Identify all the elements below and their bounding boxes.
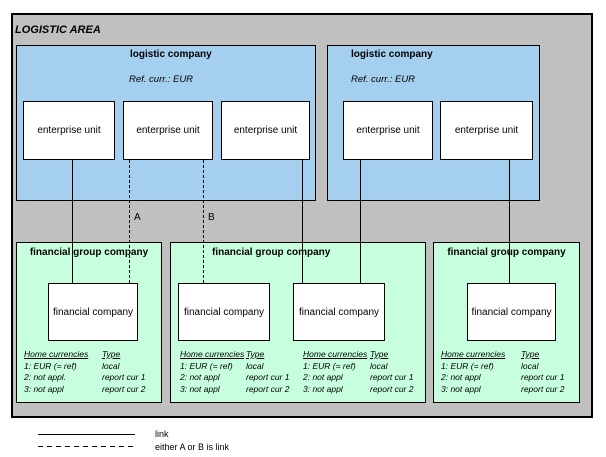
link-line-eu3-fc3 [302, 160, 303, 283]
type-2: report cur 1 [521, 372, 565, 383]
type-2: report cur 1 [370, 372, 414, 383]
table-row: 2: not appl report cur 1 [303, 372, 413, 384]
type-2: report cur 1 [102, 372, 146, 383]
financial-company-2: financial company [178, 283, 270, 341]
legend-solid-line-sample [38, 434, 135, 435]
financial-company-3: financial company [293, 283, 385, 341]
enterprise-unit-4: enterprise unit [343, 101, 433, 160]
table-row: 1: EUR (= ref) local [180, 361, 289, 373]
logistic-company-2-ref-currency: Ref. curr.: EUR [351, 74, 416, 85]
type-3: report cur 2 [102, 384, 146, 395]
currency-3: 3: not appl [24, 384, 64, 395]
financial-group-company-2-title: financial group company [212, 247, 331, 258]
table-row: 3: not appl report cur 2 [24, 384, 145, 396]
enterprise-unit-2: enterprise unit [123, 101, 213, 160]
table-row: 1: EUR (= ref) local [441, 361, 564, 373]
currency-1: 1: EUR (= ref) [303, 360, 356, 371]
home-currencies-header: Home currencies [441, 349, 506, 359]
enterprise-unit-3: enterprise unit [221, 101, 310, 160]
link-line-b-eu2-fc2 [203, 160, 204, 283]
type-1: local [521, 360, 539, 371]
table-row: Home currencies Type [24, 349, 145, 361]
link-label-b: B [208, 212, 215, 223]
type-header: Type [102, 349, 121, 359]
logistic-area-title: LOGISTIC AREA [15, 24, 101, 36]
type-header: Type [370, 349, 389, 359]
enterprise-unit-1: enterprise unit [23, 101, 115, 160]
type-1: local [102, 360, 120, 371]
currency-1: 1: EUR (= ref) [180, 360, 233, 371]
logistic-company-1-title: logistic company [130, 49, 212, 60]
type-1: local [246, 360, 264, 371]
home-currencies-header: Home currencies [303, 349, 368, 359]
table-row: 2: not appl report cur 1 [441, 372, 564, 384]
currency-3: 3: not appl [180, 384, 220, 395]
table-row: 3: not appl report cur 2 [441, 384, 564, 396]
currency-2: 2: not appl [441, 372, 481, 383]
financial-company-4: financial company [467, 283, 556, 341]
home-currencies-header: Home currencies [180, 349, 245, 359]
table-row: 3: not appl report cur 2 [303, 384, 413, 396]
table-row: 2: not appl. report cur 1 [24, 372, 145, 384]
legend-dashed-line-sample [38, 446, 135, 447]
table-row: Home currencies Type [441, 349, 564, 361]
legend-dashed-label: either A or B is link [155, 442, 230, 452]
type-3: report cur 2 [246, 384, 290, 395]
link-line-a-eu2-fc1 [129, 160, 130, 283]
financial-company-1: financial company [48, 283, 138, 341]
financial-group-company-3-title: financial group company [447, 247, 566, 258]
type-1: local [370, 360, 388, 371]
type-3: report cur 2 [370, 384, 414, 395]
currency-2: 2: not appl [180, 372, 220, 383]
enterprise-unit-5: enterprise unit [440, 101, 533, 160]
legend-solid-label: link [155, 429, 169, 439]
table-row: 1: EUR (= ref) local [303, 361, 413, 373]
table-row: 2: not appl report cur 1 [180, 372, 289, 384]
type-header: Type [246, 349, 265, 359]
table-row: 1: EUR (= ref) local [24, 361, 145, 373]
financial-group-company-1-title: financial group company [29, 247, 149, 258]
currency-1: 1: EUR (= ref) [24, 360, 77, 371]
table-row: 3: not appl report cur 2 [180, 384, 289, 396]
link-line-eu4-fc3 [360, 160, 361, 283]
currency-2: 2: not appl [303, 372, 343, 383]
type-2: report cur 1 [246, 372, 290, 383]
currency-3: 3: not appl [441, 384, 481, 395]
logistic-company-2-title: logistic company [351, 49, 433, 60]
currency-3: 3: not appl [303, 384, 343, 395]
logistic-company-1-ref-currency: Ref. curr.: EUR [129, 74, 194, 85]
currency-2: 2: not appl. [24, 372, 67, 383]
type-3: report cur 2 [521, 384, 565, 395]
home-currencies-header: Home currencies [24, 349, 89, 359]
currency-1: 1: EUR (= ref) [441, 360, 494, 371]
link-label-a: A [134, 212, 141, 223]
link-line-eu1-fc1 [72, 160, 73, 283]
link-line-eu5-fc4 [509, 160, 510, 283]
type-header: Type [521, 349, 540, 359]
